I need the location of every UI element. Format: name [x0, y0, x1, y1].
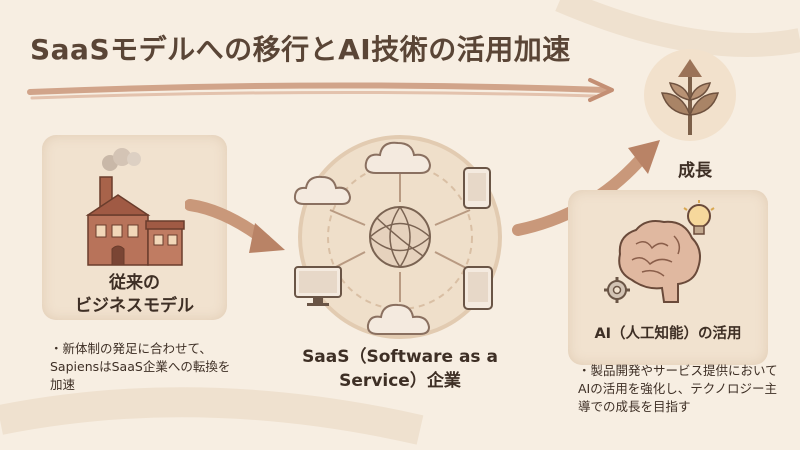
cloud-icon-bottom	[366, 303, 431, 335]
traditional-model-heading-line2: ビジネスモデル	[75, 296, 194, 316]
plant-growth-icon	[644, 49, 736, 141]
ai-heading: AI（人工知能）の活用	[594, 326, 742, 342]
traditional-model-description: ・新体制の発足に合わせて、SapiensはSaaS企業への転換を加速	[50, 341, 231, 392]
saas-heading: SaaS（Software as a Service）企業	[302, 347, 498, 391]
tablet-icon-bottom	[463, 266, 493, 310]
brain-icon	[618, 220, 701, 303]
traditional-model-heading-line1: 従来の	[109, 273, 160, 293]
traditional-model-heading: 従来の ビジネスモデル	[42, 272, 227, 318]
tablet-icon-top	[463, 167, 491, 209]
saas-diagram	[298, 135, 502, 339]
page-title: SaaSモデルへの移行とAI技術の活用加速	[30, 33, 571, 66]
ai-description: ・製品開発やサービス提供においてAIの活用を強化し、テクノロジー主導での成長を目…	[578, 363, 778, 414]
gear-icon	[604, 277, 630, 303]
transition-arrow-left	[185, 199, 285, 253]
monitor-icon	[294, 266, 342, 306]
cloud-icon-left	[293, 175, 352, 205]
growth-label: 成長	[678, 161, 712, 181]
cloud-icon-top	[364, 141, 432, 174]
factory-icon	[85, 148, 185, 266]
lightbulb-icon	[683, 200, 715, 235]
title-arrow	[27, 78, 614, 102]
